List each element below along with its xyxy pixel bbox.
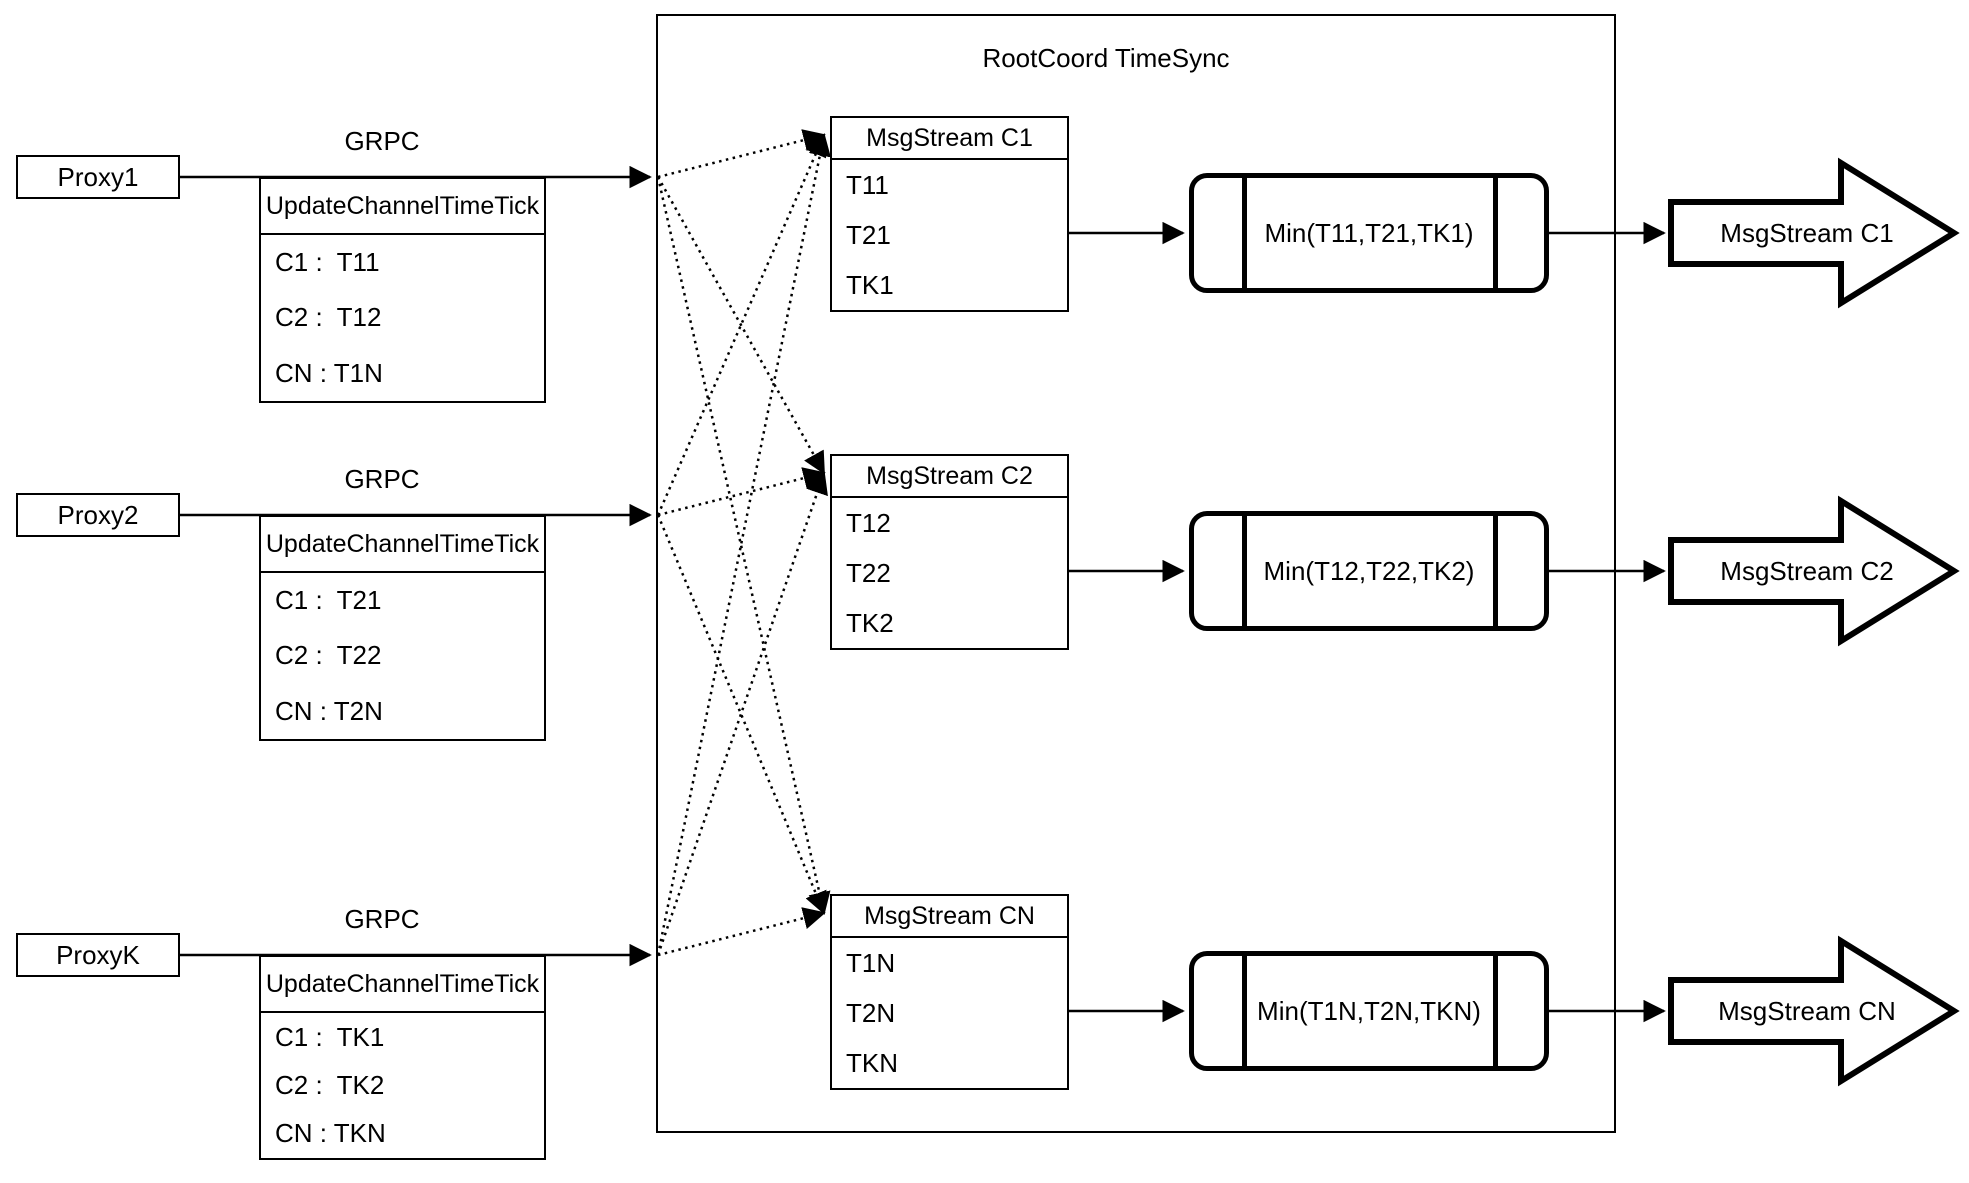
min-operator-1: Min(T11,T21,TK1) [1189, 173, 1549, 293]
request-entry: CN : T1N [275, 357, 383, 388]
timestamp-entry: TK1 [846, 269, 894, 300]
msgstream-cn-table: MsgStream CN T1N T2N TKN [830, 894, 1069, 1090]
request-entry: C2 : TK2 [275, 1069, 385, 1100]
request-entry: C2 : T12 [275, 302, 382, 333]
timestamp-entry: T2N [846, 997, 896, 1028]
output-arrow-shapes [1668, 157, 1960, 1087]
update-channel-timetick-table-1: UpdateChannelTimeTick C1 : T11 C2 : T12 … [259, 177, 546, 403]
pill-divider [1493, 178, 1498, 288]
min-label: Min(T12,T22,TK2) [1263, 555, 1475, 586]
request-entry: CN : T2N [275, 695, 383, 726]
rootcoord-title: RootCoord TimeSync [982, 42, 1230, 73]
grpc-label-1: GRPC [344, 125, 420, 156]
grpc-label-3: GRPC [344, 903, 420, 934]
min-operator-2: Min(T12,T22,TK2) [1189, 511, 1549, 631]
msgstream-table-rows: T1N T2N TKN [832, 938, 1067, 1088]
pill-divider [1242, 956, 1247, 1066]
timestamp-entry: T22 [846, 557, 891, 588]
timestamp-entry: T12 [846, 507, 891, 538]
grpc-label-2: GRPC [344, 463, 420, 494]
timestamp-entry: T1N [846, 947, 896, 978]
request-table-rows: C1 : T21 C2 : T22 CN : T2N [261, 573, 544, 739]
request-table-header: UpdateChannelTimeTick [261, 179, 544, 235]
output-arrow-label-2: MsgStream C2 [1720, 555, 1894, 586]
timestamp-entry: TK2 [846, 607, 894, 638]
request-entry: C1 : TK1 [275, 1021, 385, 1052]
timestamp-entry: T21 [846, 219, 891, 250]
pill-divider [1242, 516, 1247, 626]
request-entry: C1 : T21 [275, 585, 382, 616]
proxy1-box: Proxy1 [16, 155, 180, 199]
msgstream-table-header: MsgStream C1 [832, 118, 1067, 160]
request-entry: C1 : T11 [275, 247, 380, 278]
request-table-rows: C1 : T11 C2 : T12 CN : T1N [261, 235, 544, 401]
update-channel-timetick-table-2: UpdateChannelTimeTick C1 : T21 C2 : T22 … [259, 515, 546, 741]
update-channel-timetick-table-3: UpdateChannelTimeTick C1 : TK1 C2 : TK2 … [259, 955, 546, 1160]
msgstream-c1-table: MsgStream C1 T11 T21 TK1 [830, 116, 1069, 312]
pill-divider [1493, 956, 1498, 1066]
min-operator-3: Min(T1N,T2N,TKN) [1189, 951, 1549, 1071]
request-entry: C2 : T22 [275, 640, 382, 671]
msgstream-table-rows: T12 T22 TK2 [832, 498, 1067, 648]
msgstream-table-header: MsgStream CN [832, 896, 1067, 938]
timestamp-entry: TKN [846, 1047, 898, 1078]
request-table-rows: C1 : TK1 C2 : TK2 CN : TKN [261, 1013, 544, 1158]
request-entry: CN : TKN [275, 1118, 386, 1149]
output-arrow-label-3: MsgStream CN [1718, 995, 1896, 1026]
proxy2-box: Proxy2 [16, 493, 180, 537]
output-arrow-label-1: MsgStream C1 [1720, 217, 1894, 248]
min-label: Min(T1N,T2N,TKN) [1257, 995, 1481, 1026]
pill-divider [1242, 178, 1247, 288]
min-label: Min(T11,T21,TK1) [1264, 217, 1474, 248]
request-table-header: UpdateChannelTimeTick [261, 517, 544, 573]
msgstream-c2-table: MsgStream C2 T12 T22 TK2 [830, 454, 1069, 650]
request-table-header: UpdateChannelTimeTick [261, 957, 544, 1013]
pill-divider [1493, 516, 1498, 626]
msgstream-table-rows: T11 T21 TK1 [832, 160, 1067, 310]
proxyk-box: ProxyK [16, 933, 180, 977]
msgstream-table-header: MsgStream C2 [832, 456, 1067, 498]
timestamp-entry: T11 [846, 169, 889, 200]
